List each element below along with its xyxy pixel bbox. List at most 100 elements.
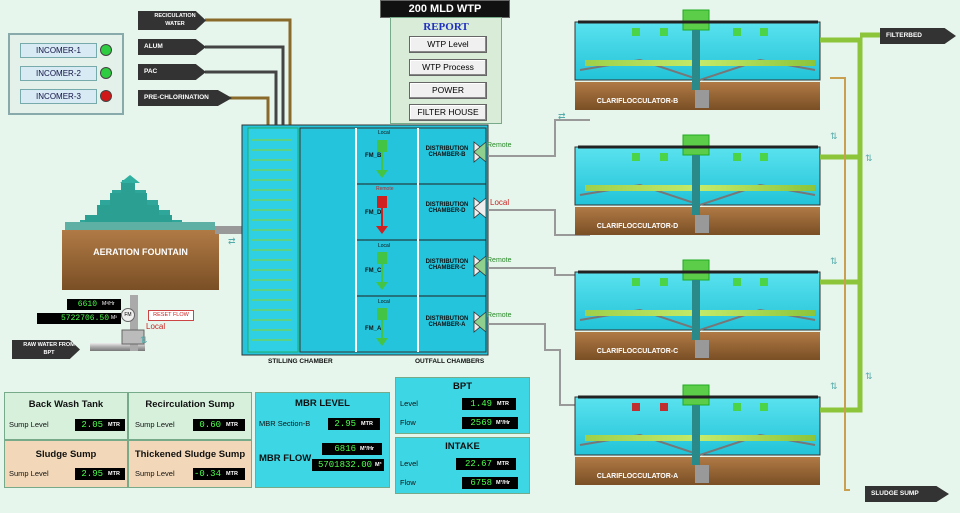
mbr-flow-rate-unit-box: M³/Hr	[358, 443, 382, 455]
recirculation-sump-label: Sump Level	[135, 420, 175, 429]
clarifier-graphics	[574, 9, 821, 485]
filter-house-button[interactable]: FILTER HOUSE	[409, 104, 487, 121]
flow-meter-icon: FM	[121, 308, 135, 322]
valve-a-mode[interactable]: Remote	[487, 312, 512, 319]
flow-direction-icon: ⇅	[865, 153, 873, 163]
backwash-tank-panel: Back Wash Tank Sump Level 2.05 MTR	[4, 392, 128, 440]
recirculation-sump-panel: Recirculation Sump Sump Level 0.60 MTR	[128, 392, 252, 440]
incomer-2-button[interactable]: INCOMER-2	[20, 66, 97, 81]
sludge-unit-box: MTR	[105, 468, 125, 480]
sludge-sump-label: Sump Level	[9, 469, 49, 478]
aeration-fountain-label: AERATION FOUNTAIN	[93, 247, 188, 257]
intake-level-unit: MTR	[497, 461, 509, 467]
backwash-unit-box: MTR	[105, 419, 125, 431]
intake-title: INTAKE	[445, 441, 480, 452]
backwash-sump-value: 2.05	[75, 419, 105, 431]
bpt-flow-unit: M³/Hr	[496, 420, 511, 426]
raw-water-pipe	[90, 295, 145, 351]
intake-level-label: Level	[400, 459, 418, 468]
fm-c-mode: Local	[378, 243, 390, 249]
bpt-level-value: 1.49	[462, 398, 494, 410]
sludge-sump-value: 2.95	[75, 468, 105, 480]
filterbed-pipe	[820, 32, 885, 413]
clarifloculator-a-label[interactable]: CLARIFLOCCULATOR-A	[596, 473, 679, 480]
intake-panel: INTAKE Level 22.67 MTR Flow 6758 M³/Hr	[395, 437, 530, 494]
bpt-level-unit-box: MTR	[494, 398, 516, 410]
chamber-block	[241, 124, 489, 356]
mbr-panel: MBR LEVEL MBR Section-B 2.95 MTR MBR FLO…	[255, 392, 390, 488]
sludge-sump-title: Sludge Sump	[35, 449, 97, 460]
fm-d-mode: Remote	[376, 186, 394, 192]
fm-b-label: FM_B	[365, 153, 382, 159]
fm-a-mode: Local	[378, 299, 390, 305]
valve-graphics	[473, 141, 487, 333]
flow-direction-icon: ⇄	[558, 111, 566, 121]
distribution-chamber-b-label: DISTRIBUTION CHAMBER-B	[425, 146, 469, 158]
bpt-panel: BPT Level 1.49 MTR Flow 2569 M³/Hr	[395, 377, 530, 434]
sludge-unit: MTR	[108, 471, 120, 477]
reset-flow-button[interactable]: RESET FLOW	[148, 310, 194, 321]
bpt-flow-unit-box: M³/Hr	[494, 417, 518, 429]
pre-chlorination-label: PRE-CHLORINATION	[138, 90, 232, 106]
mbr-flow-label: MBR FLOW	[259, 453, 312, 464]
raw-flow-total-unit: M³	[111, 315, 117, 321]
intake-flow-value: 6758	[462, 477, 494, 489]
clarifloculator-c-label[interactable]: CLARIFLOCCULATOR-C	[596, 348, 679, 355]
recirculation-unit-box: MTR	[223, 419, 245, 431]
intake-flow-label: Flow	[400, 478, 416, 487]
recirculation-unit: MTR	[226, 422, 238, 428]
thickened-unit: MTR	[226, 471, 238, 477]
incomer-1-button[interactable]: INCOMER-1	[20, 43, 97, 58]
app-title: 200 MLD WTP	[380, 0, 510, 18]
flow-direction-icon: ⇅	[830, 381, 838, 391]
alum-label: ALUM	[138, 39, 206, 55]
incomer-3-button[interactable]: INCOMER-3	[20, 89, 97, 104]
bpt-title: BPT	[453, 381, 472, 392]
mbr-flow-total-unit: M³	[375, 462, 382, 468]
raw-flow-total-unit-box: M³	[109, 313, 121, 324]
incomer-panel: INCOMER-1 INCOMER-2 INCOMER-3	[8, 33, 124, 115]
intake-level-unit-box: MTR	[494, 458, 516, 470]
fm-b-mode: Local	[378, 130, 390, 136]
clarifloculator-d-label[interactable]: CLARIFLOCCULATOR-D	[596, 223, 679, 230]
thickened-unit-box: MTR	[223, 468, 245, 480]
intake-level-value: 22.67	[456, 458, 494, 470]
power-button[interactable]: POWER	[409, 82, 487, 99]
recirculation-sump-title: Recirculation Sump	[145, 399, 235, 410]
bpt-level-label: Level	[400, 399, 418, 408]
sludge-sump-label: SLUDGE SUMP	[865, 486, 949, 502]
raw-flow-mode-label: Local	[146, 322, 166, 331]
raw-flow-rate-unit: M³/Hr	[102, 301, 115, 307]
flow-direction-icon: ⇅	[830, 131, 838, 141]
fm-c-label: FM_C	[365, 268, 382, 274]
clarifloculator-b-label[interactable]: CLARIFLOCCULATOR-B	[596, 98, 679, 105]
thickened-sludge-panel: Thickened Sludge Sump Sump Level -0.34 M…	[128, 440, 252, 488]
mbr-level-title: MBR LEVEL	[295, 398, 350, 409]
wtp-level-button[interactable]: WTP Level	[409, 36, 487, 53]
wtp-process-button[interactable]: WTP Process	[409, 59, 487, 76]
incomer-2-status-led	[100, 67, 112, 79]
mbr-flow-rate-unit: M³/Hr	[360, 446, 375, 452]
distribution-pipes	[488, 119, 590, 406]
mbr-flow-total-unit-box: M³	[374, 459, 384, 471]
flowmeter-graphics	[376, 140, 388, 346]
valve-d-mode[interactable]: Local	[490, 198, 510, 207]
valve-b-mode[interactable]: Remote	[487, 142, 512, 149]
backwash-unit: MTR	[108, 422, 120, 428]
mbr-section-value: 2.95	[328, 418, 358, 430]
thickened-sludge-label: Sump Level	[135, 469, 175, 478]
flow-direction-icon: ⇅	[140, 335, 148, 345]
intake-flow-unit: M³/Hr	[496, 480, 511, 486]
report-panel: REPORT WTP Level WTP Process POWER FILTE…	[390, 17, 502, 124]
distribution-chamber-d-label: DISTRIBUTION CHAMBER-D	[425, 202, 469, 214]
filterbed-label: FILTERBED	[880, 28, 956, 44]
flow-direction-icon: ⇅	[865, 371, 873, 381]
thickened-sludge-value: -0.34	[193, 468, 223, 480]
pac-label: PAC	[138, 64, 206, 80]
valve-c-mode[interactable]: Remote	[487, 257, 512, 264]
sludge-sump-panel: Sludge Sump Sump Level 2.95 MTR	[4, 440, 128, 488]
report-heading: REPORT	[423, 21, 469, 33]
bpt-level-unit: MTR	[497, 401, 509, 407]
incomer-3-status-led	[100, 90, 112, 102]
